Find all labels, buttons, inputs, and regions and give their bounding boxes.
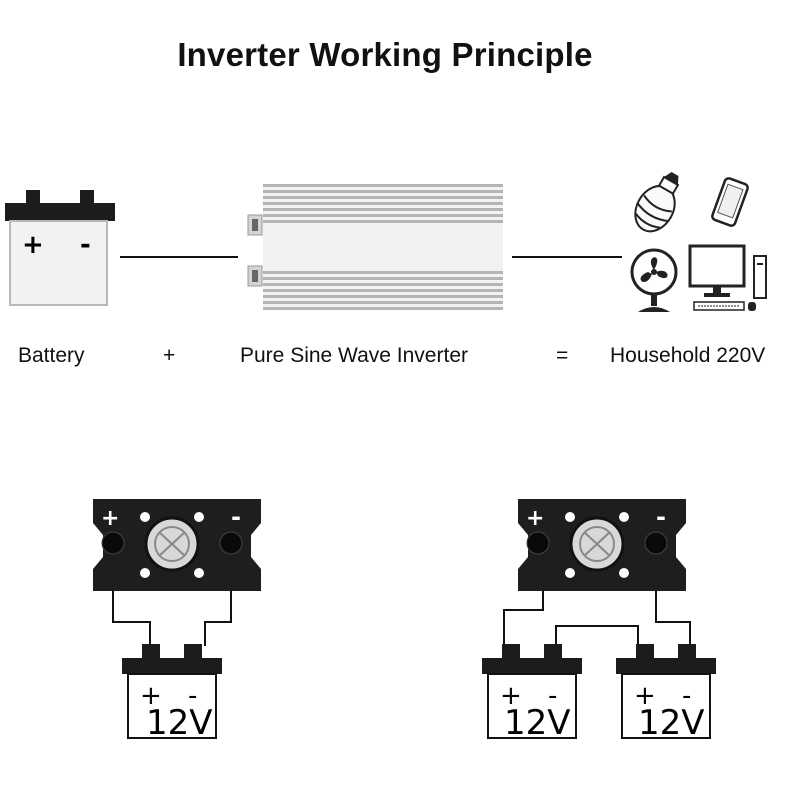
panel-minus-right: - [656,503,666,531]
battery-icon: + - [5,190,115,306]
inverter-terminal-panel-left: + - [91,497,263,593]
battery-p1-label: 12V [504,703,571,743]
battery-12v-parallel-1: + - 12V [481,643,583,743]
battery-12v-parallel-2: + - 12V [615,643,717,743]
panel-plus-left: + [101,506,119,531]
caption-inverter: Pure Sine Wave Inverter [240,344,468,367]
battery-p1-plus: + [500,681,522,711]
light-bulb-icon [634,172,680,233]
fan-icon [630,248,678,312]
battery-12v-minus: - [188,681,197,711]
battery-12v: + - 12V [121,643,223,743]
caption-plus: + [163,344,176,367]
battery-plus: + [22,230,44,260]
caption-battery: Battery [18,344,85,367]
computer-icon [688,244,767,311]
phone-icon [711,177,749,227]
battery-12v-label: 12V [146,703,213,743]
parallel-battery-wiring: + - + - 12V + - 12V [481,497,717,743]
battery-p1-minus: - [548,681,557,711]
panel-plus-right: + [526,506,544,531]
diagram-title: Inverter Working Principle [177,36,593,73]
battery-p2-plus: + [634,681,656,711]
caption-household: Household 220V [610,344,766,367]
panel-minus-left: - [231,503,241,531]
inverter-terminal-panel-right: + - [516,497,688,593]
caption-equals: = [556,344,569,367]
inverter-icon [247,184,503,310]
battery-p2-minus: - [682,681,691,711]
battery-minus: - [80,230,91,260]
battery-12v-plus: + [140,681,162,711]
single-battery-wiring: + - + - 12V [91,497,263,743]
battery-p2-label: 12V [638,703,705,743]
